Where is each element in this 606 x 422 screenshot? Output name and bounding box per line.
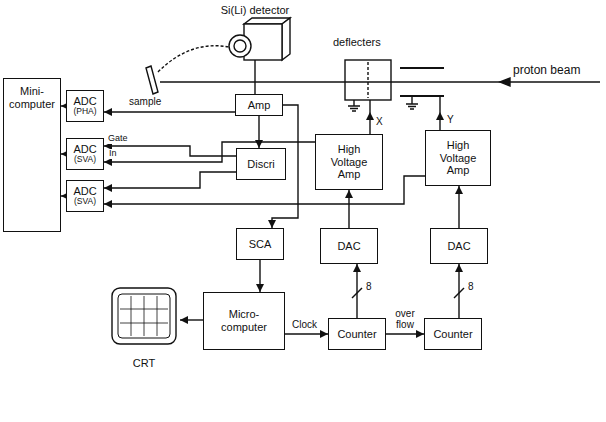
signal-line: [104, 146, 236, 156]
proton-beam-line: [160, 81, 600, 82]
detector-housing: [282, 18, 290, 60]
counter-box: Counter: [424, 318, 482, 350]
dac-box: DAC: [320, 228, 378, 264]
x-ray-path: [158, 46, 229, 72]
sample-plate: [146, 66, 158, 94]
node-text: Si(Li) detector: [221, 4, 289, 17]
bus-width: 8: [467, 281, 475, 292]
signal-line: [104, 111, 235, 112]
node-text: (SVA): [74, 197, 96, 207]
node-text: SCA: [249, 238, 272, 251]
detector-lead: [254, 60, 255, 74]
y-deflector-plate: [400, 95, 444, 97]
beam-arrowhead: [500, 78, 510, 86]
counter-box: Counter: [328, 318, 386, 350]
deflector-lead: [369, 100, 370, 112]
adc-box: ADC(PHA): [66, 90, 104, 122]
bus-width: 8: [365, 281, 373, 292]
node-text: Amp: [248, 99, 271, 112]
ground-symbol: [348, 100, 360, 111]
signal-line: [180, 319, 203, 320]
signal-line: [386, 333, 424, 334]
deflector-plates: deflecters: [330, 34, 450, 112]
detector-window: [234, 40, 246, 52]
edge-label: over flow: [389, 308, 421, 330]
crt-screen: [118, 294, 170, 338]
signal-line: [458, 264, 459, 318]
node-text: Counter: [433, 328, 472, 341]
crt-screen: [112, 288, 176, 344]
amplifier-box: Amp: [235, 94, 283, 116]
discriminator-box: Discri: [236, 148, 286, 180]
node-text: ADC: [73, 185, 96, 198]
node-text: (SVA): [74, 155, 96, 165]
x-deflector-plates: [345, 60, 391, 100]
x-deflector-plates: [367, 62, 368, 98]
node-text: Counter: [337, 328, 376, 341]
hv-amplifier-box: High Voltage Amp: [315, 134, 383, 190]
node-text: deflecters: [333, 36, 381, 49]
signal-label: In: [108, 149, 118, 159]
node-text: High Voltage Amp: [319, 143, 379, 181]
edge-label: Y: [446, 114, 455, 125]
adc-box: ADC(SVA): [66, 180, 104, 212]
signal-line: [458, 186, 459, 228]
signal-line: [348, 190, 349, 228]
adc-box: ADC(SVA): [66, 138, 104, 170]
sca-box: SCA: [236, 228, 284, 260]
node-text: (PHA): [73, 107, 96, 117]
beam-label: proton beam: [512, 64, 581, 77]
signal-line: [258, 116, 259, 148]
node-text: Mini- computer: [7, 85, 57, 110]
part-label: sample: [128, 96, 162, 107]
edge-label: Clock: [291, 319, 318, 330]
detector: Si(Li) detector: [212, 2, 298, 74]
signal-line: [369, 112, 370, 134]
signal-line: [254, 74, 255, 94]
node-text: CRT: [133, 357, 155, 370]
node-text: DAC: [337, 240, 360, 253]
ground-symbol: [406, 96, 418, 109]
signal-label: Gate: [107, 134, 129, 144]
edge-label: X: [375, 116, 384, 127]
signal-line: [285, 333, 328, 334]
computer-box: Micro- computer: [203, 292, 285, 350]
signal-line: [104, 172, 236, 188]
node-text: Discri: [247, 158, 275, 171]
node-text: ADC: [73, 143, 96, 156]
detector-window: [229, 35, 251, 57]
deflector-lead: [439, 96, 440, 112]
y-deflector-plate: [400, 67, 444, 69]
node-text: High Voltage Amp: [429, 139, 487, 177]
signal-line: [439, 112, 440, 130]
node-text: Micro- computer: [207, 308, 281, 333]
computer-box: Mini- computer: [3, 78, 61, 232]
signal-line: [356, 264, 357, 318]
signal-line: [259, 260, 260, 292]
node-text: DAC: [447, 240, 470, 253]
crt-grid: [120, 296, 168, 336]
hv-amplifier-box: High Voltage Amp: [425, 130, 491, 186]
dac-box: DAC: [430, 228, 488, 264]
node-text: ADC: [73, 95, 96, 108]
crt-display: CRT: [108, 286, 180, 372]
